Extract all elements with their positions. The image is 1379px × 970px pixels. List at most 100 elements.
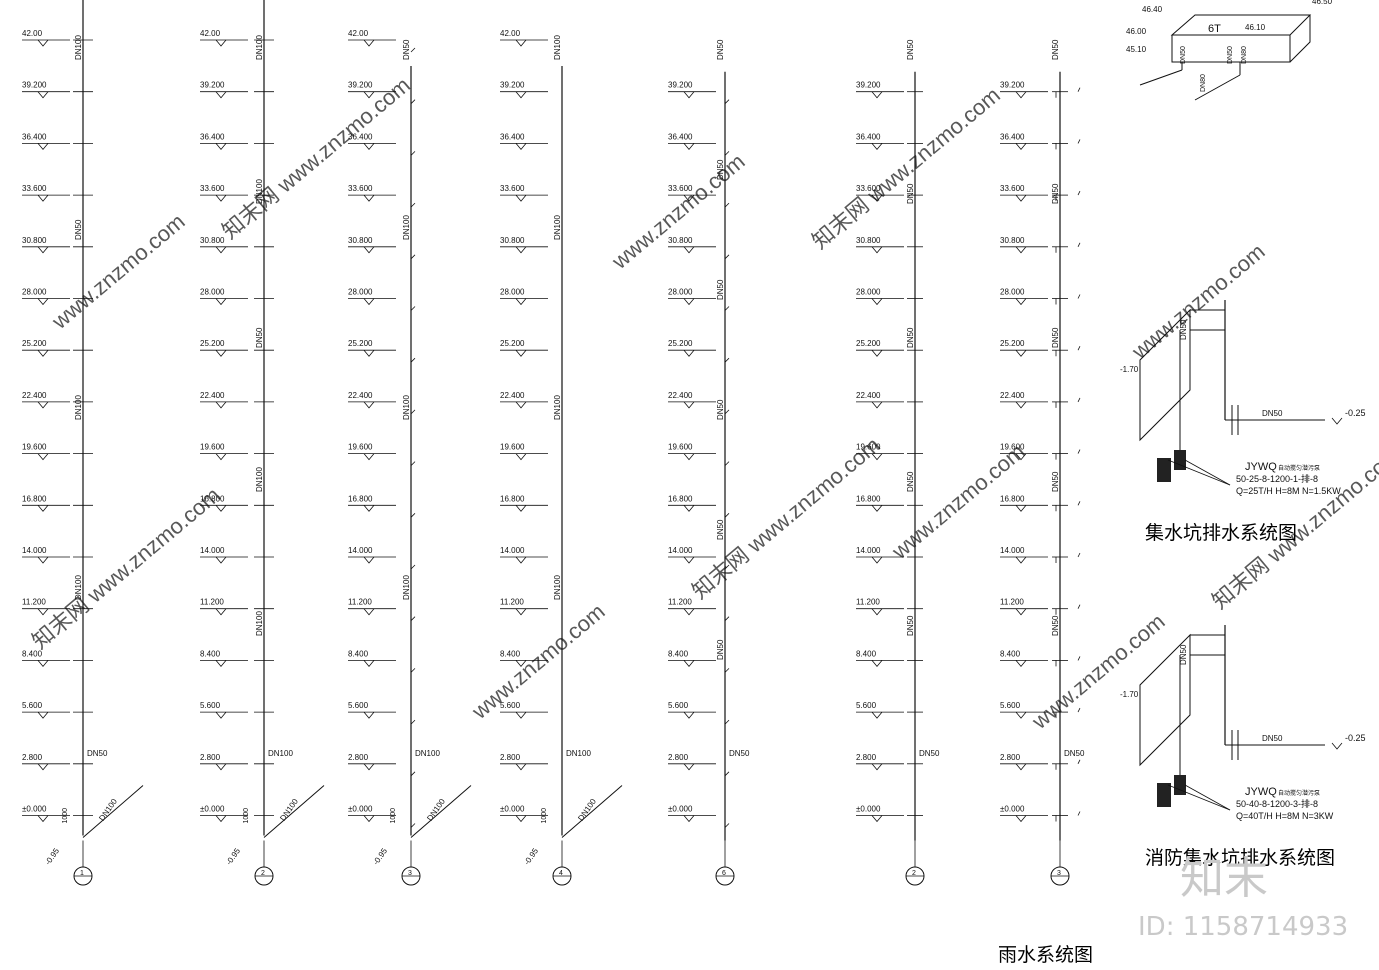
elevation-triangle-icon xyxy=(215,711,227,719)
elevation-triangle-icon xyxy=(363,39,375,47)
elevation-label: 25.200 xyxy=(200,339,225,348)
elevation-triangle-icon xyxy=(683,660,695,668)
elevation-label: 36.400 xyxy=(200,132,225,141)
outlet-level-label: -0.25 xyxy=(1345,733,1366,743)
pipe-size-label: DN100 xyxy=(255,35,264,60)
elevation-triangle-icon xyxy=(37,556,49,564)
elevation-triangle-icon xyxy=(871,556,883,564)
branch-stub xyxy=(724,254,730,260)
elevation-triangle-icon xyxy=(683,815,695,823)
watermark-text: www.znzmo.com xyxy=(466,599,609,725)
elevation-label: ±0.000 xyxy=(856,805,881,814)
column-tag-label: 2 xyxy=(912,870,916,877)
column-tag-label: 6 xyxy=(722,870,726,877)
pipe-size-label: DN50 xyxy=(716,519,725,540)
elevation-label: ±0.000 xyxy=(348,805,373,814)
elevation-triangle-icon xyxy=(1015,349,1027,357)
elevation-label: 11.200 xyxy=(856,598,880,607)
elevation-triangle-icon xyxy=(871,711,883,719)
elevation-triangle-icon xyxy=(215,453,227,461)
elevation-label: 39.200 xyxy=(856,81,881,90)
brand-logo: 知末 xyxy=(1180,853,1268,904)
column-tag-label: 3 xyxy=(408,870,412,877)
elevation-triangle-icon xyxy=(683,194,695,202)
elevation-label: 25.200 xyxy=(1000,339,1025,348)
elevation-triangle-icon xyxy=(37,505,49,512)
elevation-triangle-icon xyxy=(37,246,49,254)
elevation-triangle-icon xyxy=(683,298,695,306)
elevation-triangle-icon xyxy=(37,763,49,771)
branch-stub xyxy=(724,771,730,777)
outlet-size-label: DN100 xyxy=(576,797,598,823)
pump-leader xyxy=(1184,459,1231,486)
elevation-label: 11.200 xyxy=(200,598,224,607)
elevation-triangle-icon xyxy=(37,91,49,99)
fire-sump-caption: 消防集水坑排水系统图 xyxy=(1145,847,1336,869)
elevation-triangle-icon xyxy=(215,91,227,99)
elevation-triangle-icon xyxy=(515,711,527,719)
pipe-size-label: DN50 xyxy=(74,219,83,240)
elevation-label: 2.800 xyxy=(856,753,877,762)
pipe-size-label: DN100 xyxy=(268,749,293,758)
elevation-label: 19.600 xyxy=(200,443,225,452)
elevation-triangle-icon xyxy=(871,91,883,99)
level-triangle-icon xyxy=(1331,417,1343,425)
elevation-label: 14.000 xyxy=(200,546,225,555)
elevation-triangle-icon xyxy=(215,660,227,668)
branch-stub xyxy=(1077,811,1081,816)
branch-stub xyxy=(724,409,730,415)
tank-pipe-label: DN50 xyxy=(1227,46,1234,64)
elevation-triangle-icon xyxy=(37,194,49,202)
branch-stub xyxy=(724,564,730,570)
elevation-triangle-icon xyxy=(1015,815,1027,823)
elevation-triangle-icon xyxy=(37,401,49,409)
pipe-size-label: DN50 xyxy=(1262,409,1283,418)
column-tag-label: 2 xyxy=(261,870,265,877)
elevation-label: 5.600 xyxy=(22,701,43,710)
elevation-triangle-icon xyxy=(683,349,695,357)
elevation-label: 42.00 xyxy=(500,29,521,38)
elevation-label: 25.200 xyxy=(22,339,47,348)
elevation-label: 33.600 xyxy=(500,184,525,193)
elevation-label: 22.400 xyxy=(22,391,47,400)
elevation-label: 39.200 xyxy=(200,81,225,90)
tank-pipe-label: DN50 xyxy=(1180,46,1187,64)
level-triangle-icon xyxy=(1331,742,1343,750)
pipe-size-label: DN50 xyxy=(906,327,915,348)
riser-layer: 42.00 39.200 36.400 33.600 30.800 28.000 25.20… xyxy=(22,0,1085,886)
branch-stub xyxy=(410,357,416,363)
pipe-size-label: DN50 xyxy=(906,615,915,636)
elevation-triangle-icon xyxy=(515,505,527,512)
elevation-label: 28.000 xyxy=(668,288,693,297)
branch-stub xyxy=(1077,449,1081,454)
elevation-label: ±0.000 xyxy=(22,805,47,814)
elevation-label: 28.000 xyxy=(1000,288,1025,297)
elevation-label: 8.400 xyxy=(348,649,369,658)
base-offset-label: 1000 xyxy=(62,808,69,824)
elevation-triangle-icon xyxy=(215,298,227,306)
branch-stub xyxy=(1077,604,1081,609)
branch-stub xyxy=(410,202,416,208)
pipe-size-label: DN50 xyxy=(1051,183,1060,204)
tank-level-label: 45.10 xyxy=(1126,45,1147,54)
branch-stub xyxy=(1077,759,1081,764)
elevation-label: 39.200 xyxy=(1000,81,1025,90)
elevation-label: 30.800 xyxy=(22,236,47,245)
elevation-triangle-icon xyxy=(1015,453,1027,461)
elevation-triangle-icon xyxy=(215,505,227,512)
elevation-triangle-icon xyxy=(515,91,527,99)
elevation-label: 36.400 xyxy=(668,132,693,141)
elevation-triangle-icon xyxy=(1015,763,1027,771)
tank-outline xyxy=(1170,14,1312,63)
elevation-label: 5.600 xyxy=(856,701,877,710)
elevation-label: 28.000 xyxy=(200,288,225,297)
elevation-triangle-icon xyxy=(515,453,527,461)
elevation-label: 5.600 xyxy=(500,701,521,710)
elevation-triangle-icon xyxy=(215,556,227,564)
elevation-triangle-icon xyxy=(215,815,227,823)
pipe-size-label: DN100 xyxy=(415,749,440,758)
branch-stub xyxy=(1077,397,1081,403)
branch-stub xyxy=(410,409,416,415)
branch-stub xyxy=(1077,707,1081,713)
depth-label: -0.95 xyxy=(224,846,242,867)
